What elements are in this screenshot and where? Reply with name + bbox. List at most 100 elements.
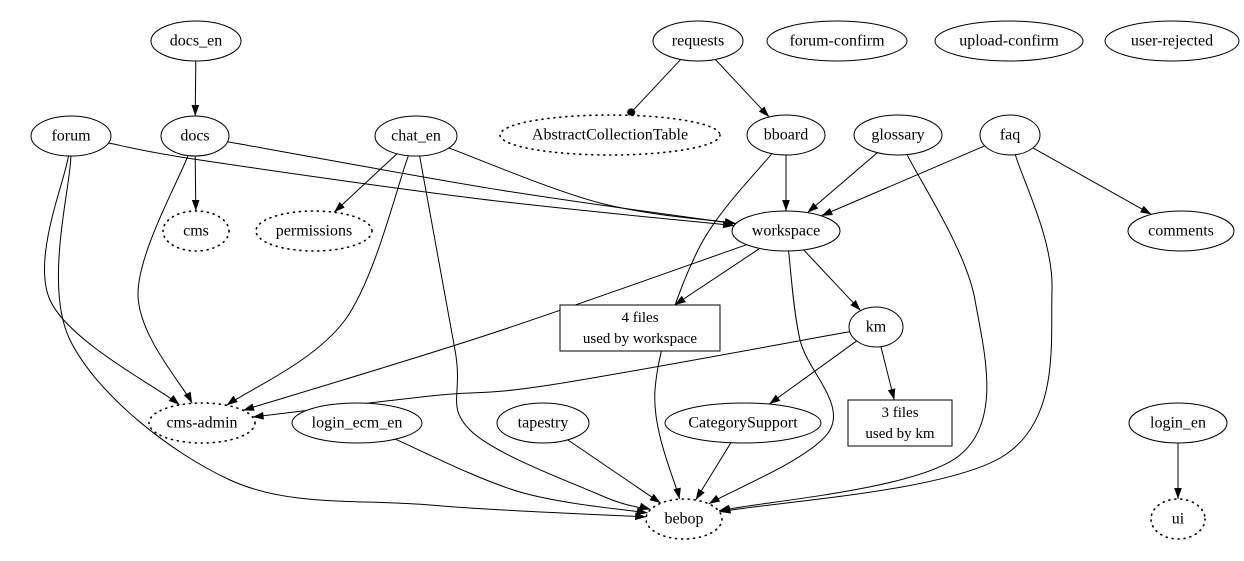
node-requests: requests (652, 20, 744, 62)
node-label: km (866, 319, 887, 336)
node-login_en: login_en (1128, 402, 1228, 444)
edge-docs-cms-admin (137, 155, 193, 404)
edge-workspace-km (803, 249, 861, 311)
ellipse-shape (731, 210, 841, 252)
node-label: workspace (752, 223, 820, 240)
node-label: 4 files (621, 310, 658, 326)
ellipse-shape (150, 20, 242, 62)
node-glossary: glossary (853, 114, 943, 156)
edge-line (695, 442, 732, 501)
node-label: bboard (764, 127, 808, 144)
node-label: login_ecm_en (312, 415, 403, 432)
edge-arrowhead (649, 493, 661, 504)
edge-arrowhead (191, 199, 200, 212)
node-cms-admin: cms-admin (148, 402, 256, 444)
node-bboard: bboard (746, 114, 826, 156)
edge-arrowhead (758, 106, 770, 117)
edge-line (419, 155, 651, 510)
edge-line (242, 244, 747, 411)
node-label: upload-confirm (959, 33, 1059, 50)
node-docs_en: docs_en (150, 20, 242, 62)
edge-login_en-ui (1174, 443, 1182, 499)
edge-chat_en-bebop (419, 155, 651, 511)
node-label: login_en (1150, 415, 1206, 432)
node-chat_en: chat_en (374, 115, 458, 157)
node-label: forum-confirm (789, 33, 885, 50)
edge-line (448, 147, 737, 224)
ellipse-shape (374, 115, 458, 157)
edge-arrowhead (695, 488, 705, 500)
edge-chat_en-cms-admin (226, 155, 409, 406)
edge-line (57, 155, 647, 518)
edge-line (628, 59, 682, 116)
edge-line (768, 340, 857, 405)
ellipse-shape (652, 20, 744, 62)
ellipse-shape (934, 20, 1084, 62)
node-cms: cms (162, 210, 230, 252)
node-comments: comments (1127, 210, 1235, 252)
edge-km-files_km (880, 346, 896, 401)
ellipse-shape (255, 210, 373, 252)
edge-line (674, 248, 760, 306)
edge-chat_en-workspace (448, 147, 737, 226)
edge-line (227, 141, 736, 225)
node-km: km (848, 306, 904, 348)
edge-line (821, 145, 985, 217)
edge-glossary-bebop (718, 154, 988, 513)
edge-requests-bboard (714, 59, 770, 118)
ellipse-shape (291, 402, 423, 444)
edge-line (718, 154, 988, 512)
edge-line (333, 153, 398, 213)
node-label: faq (1000, 127, 1020, 144)
edge-arrowhead (636, 507, 648, 515)
edge-docs-cms (191, 155, 200, 212)
node-label: cms-admin (166, 415, 237, 432)
ellipse-shape (1104, 20, 1240, 62)
edge-chat_en-permissions (333, 153, 398, 213)
edge-arrowhead (807, 202, 819, 213)
edge-requests-AbstractCollectionTable (627, 59, 682, 117)
edge-line (44, 155, 180, 406)
edge-arrowhead (168, 395, 180, 405)
edge-tapestry-bebop (567, 439, 662, 504)
edge-dot-arrowhead (627, 108, 636, 117)
edge-faq-workspace (821, 145, 985, 217)
ellipse-shape (148, 402, 256, 444)
edge-arrowhead (183, 391, 193, 404)
edge-arrowhead (718, 504, 731, 513)
ellipse-shape (979, 114, 1041, 156)
node-label: permissions (276, 223, 352, 240)
edge-arrowhead (724, 218, 736, 226)
edge-arrowhead (821, 208, 833, 216)
ellipse-shape (30, 115, 112, 157)
ellipse-shape (160, 115, 230, 157)
ellipse-shape (1127, 210, 1235, 252)
ellipse-shape (645, 498, 723, 540)
edge-km-CategorySupport (768, 340, 857, 405)
node-label: forum (51, 128, 91, 145)
node-ui: ui (1150, 498, 1206, 540)
nodes-layer: docs_en requests forum-confirm upload-confi… (30, 20, 1240, 540)
edge-arrowhead (226, 395, 238, 406)
edge-arrowhead (674, 295, 686, 305)
node-label: comments (1148, 223, 1214, 240)
ellipse-shape (746, 114, 826, 156)
edge-arrowhead (635, 512, 647, 521)
edge-line (714, 59, 770, 118)
edge-forum-bebop (57, 155, 647, 521)
node-login_ecm_en: login_ecm_en (291, 402, 423, 444)
edge-arrowhead (850, 299, 861, 311)
node-docs: docs (160, 115, 230, 157)
node-label: used by km (865, 426, 934, 442)
ellipse-shape (848, 306, 904, 348)
ellipse-shape (1128, 402, 1228, 444)
edge-arrowhead (673, 487, 681, 500)
edge-arrowhead (782, 200, 790, 211)
node-permissions: permissions (255, 210, 373, 252)
edge-arrowhead (252, 411, 264, 420)
edge-workspace-cms-admin (242, 244, 747, 411)
edge-line (108, 142, 735, 227)
